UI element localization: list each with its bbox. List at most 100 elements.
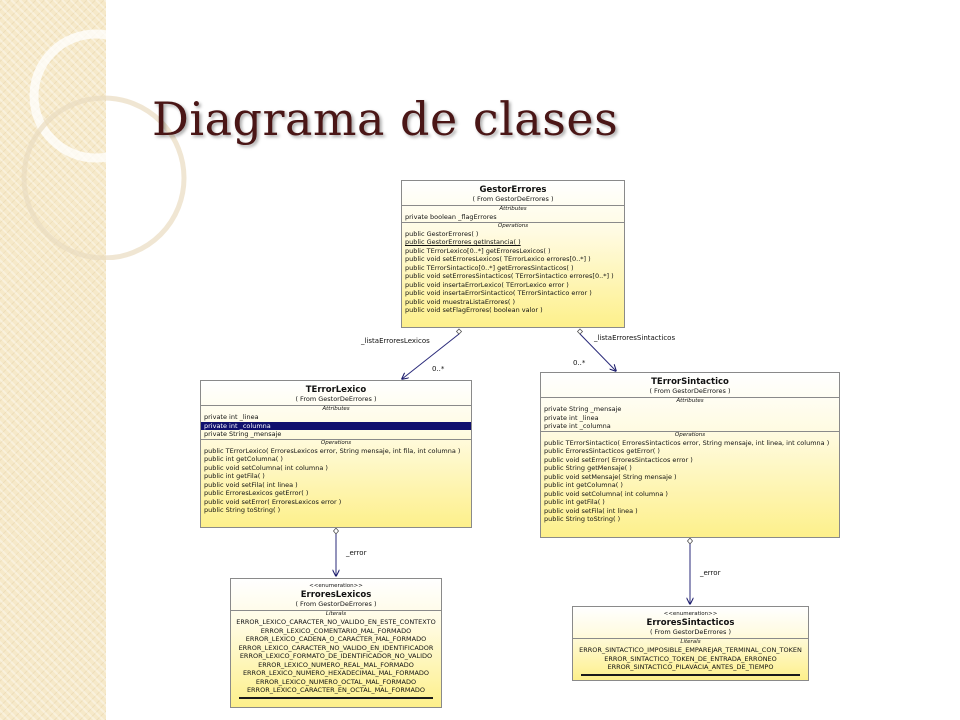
class-header: TErrorSintactico ( From GestorDeErrores … [541,373,839,397]
operation-row[interactable]: public TErrorLexico[0..*] getErroresLexi… [405,246,551,255]
class-name: TErrorLexico [305,385,367,395]
class-header: <<enumeration>> ErroresLexicos ( From Ge… [231,579,441,610]
literals-section: Literals ERROR_SINTACTICO_IMPOSIBLE_EMPA… [573,638,808,676]
operation-row[interactable]: public void setErroresSintacticos( TErro… [405,272,614,280]
operation-row[interactable]: public void setErroresLexicos( TErrorLex… [405,255,591,263]
operation-row[interactable]: public int getFila( ) [544,498,605,506]
literal-row[interactable]: ERROR_LEXICO_NUMERO_HEXADECIMAL_MAL_FORM… [242,669,430,677]
operations-section: Operations public GestorErrores( ) publi… [402,221,624,315]
multiplicity-sintacticos: 0..* [573,359,586,367]
operation-row[interactable]: public TErrorLexico( ErroresLexicos erro… [204,446,461,455]
operation-row[interactable]: public String getMensaje( ) [544,464,632,472]
literal-row[interactable]: ERROR_LEXICO_COMENTARIO_MAL_FORMADO [260,626,412,635]
literal-row[interactable]: ERROR_LEXICO_CARACTER_NO_VALIDO_EN_IDENT… [238,643,434,652]
aggregation-diamond [576,328,584,335]
operations-section: Operations public TErrorLexico( ErroresL… [201,438,471,515]
enum-bottom-rule [239,696,433,699]
attribute-row[interactable]: private int _columna [544,422,611,430]
enum-errores-lexicos[interactable]: <<enumeration>> ErroresLexicos ( From Ge… [230,578,442,708]
section-label: Operations [674,431,706,438]
section-label: Attributes [676,398,704,404]
operation-row[interactable]: public void insertaErrorSintactico( TErr… [405,289,592,297]
role-lista-errores-lexicos: _listaErroresLexicos [360,337,430,345]
association-sintactico-enum: _error [686,537,721,604]
operation-row[interactable]: public String toString( ) [544,515,621,523]
literal-row[interactable]: ERROR_LEXICO_CADENA_O_CARACTER_MAL_FORMA… [245,635,427,643]
role-lista-errores-sintacticos: _listaErroresSintacticos [593,334,675,342]
class-name: TErrorSintactico [651,377,729,387]
attributes-section: Attributes private boolean _flagErrores [402,205,624,222]
literal-row[interactable]: ERROR_LEXICO_CARACTER_EN_OCTAL_MAL_FORMA… [246,686,426,694]
operation-row[interactable]: public void setError( ErroresLexicos err… [204,497,342,506]
operation-row[interactable]: public void setMensaje( String mensaje ) [544,472,677,481]
attribute-row[interactable]: private String _mensaje [204,430,282,438]
section-label: Literals [680,639,701,645]
operation-row[interactable]: public void muestraListaErrores( ) [405,297,516,306]
operation-row[interactable]: public TErrorSintactico[0..*] getErrores… [405,263,574,272]
class-terror-lexico[interactable]: TErrorLexico ( From GestorDeErrores ) At… [200,380,472,528]
class-gestor-errores[interactable]: GestorErrores ( From GestorDeErrores ) A… [401,180,625,328]
class-name: GestorErrores [479,185,547,195]
attribute-row-selected[interactable]: private int _columna [201,421,471,430]
class-package: ( From GestorDeErrores ) [472,195,554,203]
literal-row[interactable]: ERROR_SINTACTICO_PILAVACIA_ANTES_DE_TIEM… [607,663,774,671]
operation-row[interactable]: public ErroresSintacticos getError( ) [544,447,660,455]
operation-row[interactable]: public GestorErrores( ) [405,229,479,238]
operation-row[interactable]: public TErrorSintactico( ErroresSintacti… [544,438,830,447]
attribute-row[interactable]: private int _linea [544,413,599,422]
literal-row[interactable]: ERROR_SINTACTICO_TOKEN_DE_ENTRADA_ERRONE… [604,654,777,663]
attribute-row[interactable]: private boolean _flagErrores [405,213,497,221]
association-gestor-lexico: _listaErroresLexicos 0..* [360,328,463,379]
operation-row[interactable]: public void setFlagErrores( boolean valo… [405,306,543,314]
operation-row[interactable]: public ErroresLexicos getError( ) [204,489,309,497]
section-label: Attributes [499,206,527,212]
section-label: Operations [497,222,529,229]
enum-bottom-rule [581,673,800,676]
operation-row[interactable]: public void insertaErrorLexico( TErrorLe… [405,280,569,289]
section-label: Operations [320,439,352,446]
operations-section: Operations public TErrorSintactico( Erro… [541,430,839,524]
class-package: ( From GestorDeErrores ) [649,387,731,395]
literal-row[interactable]: ERROR_SINTACTICO_IMPOSIBLE_EMPAREJAR_TER… [579,646,802,654]
operation-row[interactable]: public void setFila( int linea ) [544,506,638,515]
operation-row[interactable]: public void setColumna( int columna ) [204,463,328,472]
class-header: GestorErrores ( From GestorDeErrores ) [402,181,624,205]
operation-row[interactable]: public int getFila( ) [204,472,265,480]
aggregation-diamond [686,537,694,545]
operation-row[interactable]: public GestorErrores getInstancia( ) [405,238,521,246]
operation-row[interactable]: public void setFila( int linea ) [204,480,298,489]
operation-row[interactable]: public void setError( ErroresSintacticos… [544,455,693,464]
literals-section: Literals ERROR_LEXICO_CARACTER_NO_VALIDO… [231,610,441,699]
attributes-section: Attributes private int _linea private in… [201,405,471,439]
literal-row[interactable]: ERROR_LEXICO_FORMATO_DE_IDENTIFICADOR_NO… [239,652,433,660]
attribute-row[interactable]: private String _mensaje [544,405,622,413]
slide-title: Diagrama de clases [152,92,619,146]
stereotype: <<enumeration>> [663,611,718,617]
operation-row[interactable]: public int getColumna( ) [204,455,283,463]
decorative-side-strip [0,0,106,720]
operation-row[interactable]: public void setColumna( int columna ) [544,489,668,498]
class-package: ( From GestorDeErrores ) [295,395,377,403]
class-name: ErroresLexicos [300,590,372,600]
class-terror-sintactico[interactable]: TErrorSintactico ( From GestorDeErrores … [540,372,840,538]
stereotype: <<enumeration>> [309,583,363,589]
class-header: <<enumeration>> ErroresSintacticos ( Fro… [573,607,808,638]
section-label: Literals [325,611,347,617]
enum-errores-sintacticos[interactable]: <<enumeration>> ErroresSintacticos ( Fro… [572,606,809,681]
class-package: ( From GestorDeErrores ) [649,628,732,636]
literal-row[interactable]: ERROR_LEXICO_NUMERO_REAL_MAL_FORMADO [258,660,414,669]
operation-row[interactable]: public int getColumna( ) [544,481,623,489]
attributes-section: Attributes private String _mensaje priva… [541,397,839,431]
operation-row[interactable]: public String toString( ) [204,506,281,514]
class-name: ErroresSintacticos [646,618,735,628]
decorative-circles [21,29,187,260]
section-label: Attributes [322,406,350,412]
class-header: TErrorLexico ( From GestorDeErrores ) [201,381,471,405]
literal-row[interactable]: ERROR_LEXICO_CARACTER_NO_VALIDO_EN_ESTE_… [236,618,436,626]
multiplicity-lexicos: 0..* [432,365,445,373]
literal-row[interactable]: ERROR_LEXICO_NUMERO_OCTAL_MAL_FORMADO [255,677,417,686]
attribute-row[interactable]: private int _linea [204,413,259,421]
role-error-sintactico: _error [699,569,721,577]
role-error-lexico: _error [345,549,367,557]
